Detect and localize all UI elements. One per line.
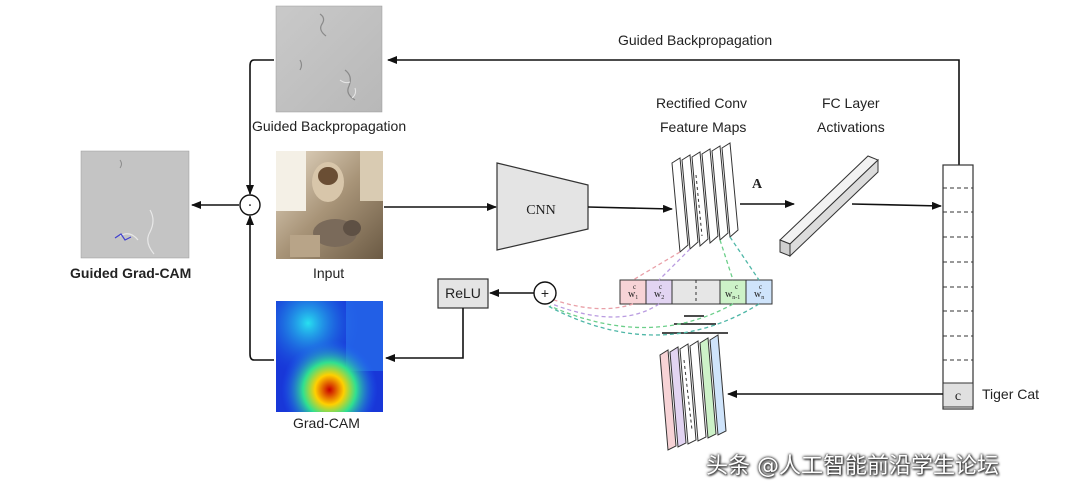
gradcam-heatmap [276, 301, 383, 412]
weight-label: w2c [654, 283, 664, 301]
global-average-pooling-symbol [662, 315, 728, 334]
feature-maps-stack [671, 142, 739, 254]
relu-to-gradcam-arrow [385, 308, 464, 362]
gradcam-label: Grad-CAM [293, 415, 360, 431]
guided-backprop-top-label: Guided Backpropagation [618, 32, 772, 48]
input-image [276, 151, 383, 259]
relu-label: ReLU [445, 285, 481, 301]
guided-backprop-feedback-line [387, 56, 960, 165]
fc-layer-label-line1: FC Layer [822, 95, 880, 111]
weights-vector [619, 279, 773, 305]
gradient-maps-stack [659, 334, 727, 451]
class-c-cell-label: c [955, 389, 961, 404]
fc-to-output-arrow [851, 201, 942, 210]
featuremap-to-weight-connectors [632, 236, 760, 281]
weight-to-sum-connectors [547, 299, 760, 336]
weight-labels: w1c w2c wn-1c wnc [628, 283, 764, 301]
activation-A-label: A [752, 177, 763, 192]
input-label: Input [313, 265, 344, 281]
weight-label: w1c [628, 283, 638, 301]
gb-to-multiply-arrow [246, 59, 274, 195]
weight-label: wn-1c [725, 283, 740, 301]
guided-backprop-image-label: Guided Backpropagation [252, 118, 406, 134]
gradcam-to-multiply-arrow [246, 215, 274, 361]
guided-gradcam-image [80, 150, 190, 259]
tiger-cat-label: Tiger Cat [982, 386, 1039, 402]
cnn-to-featuremaps-arrow [587, 204, 673, 213]
guided-backprop-image [275, 5, 383, 113]
pointwise-multiply-symbol: ⋅ [248, 197, 252, 213]
weighted-sum-symbol: + [541, 285, 549, 301]
weight-label: wnc [754, 283, 764, 301]
guided-gradcam-label: Guided Grad-CAM [70, 265, 191, 281]
feature-maps-label-line1: Rectified Conv [656, 95, 747, 111]
class-score-vector [942, 164, 974, 410]
cnn-label: CNN [526, 203, 556, 218]
cnn-block [496, 162, 589, 251]
fc-layer-block [779, 155, 879, 258]
relu-block [437, 278, 489, 309]
watermark-text: 头条 @人工智能前沿学生论坛 [706, 454, 999, 479]
fc-layer-label-line2: Activations [817, 119, 885, 135]
feature-maps-label-line2: Feature Maps [660, 119, 746, 135]
